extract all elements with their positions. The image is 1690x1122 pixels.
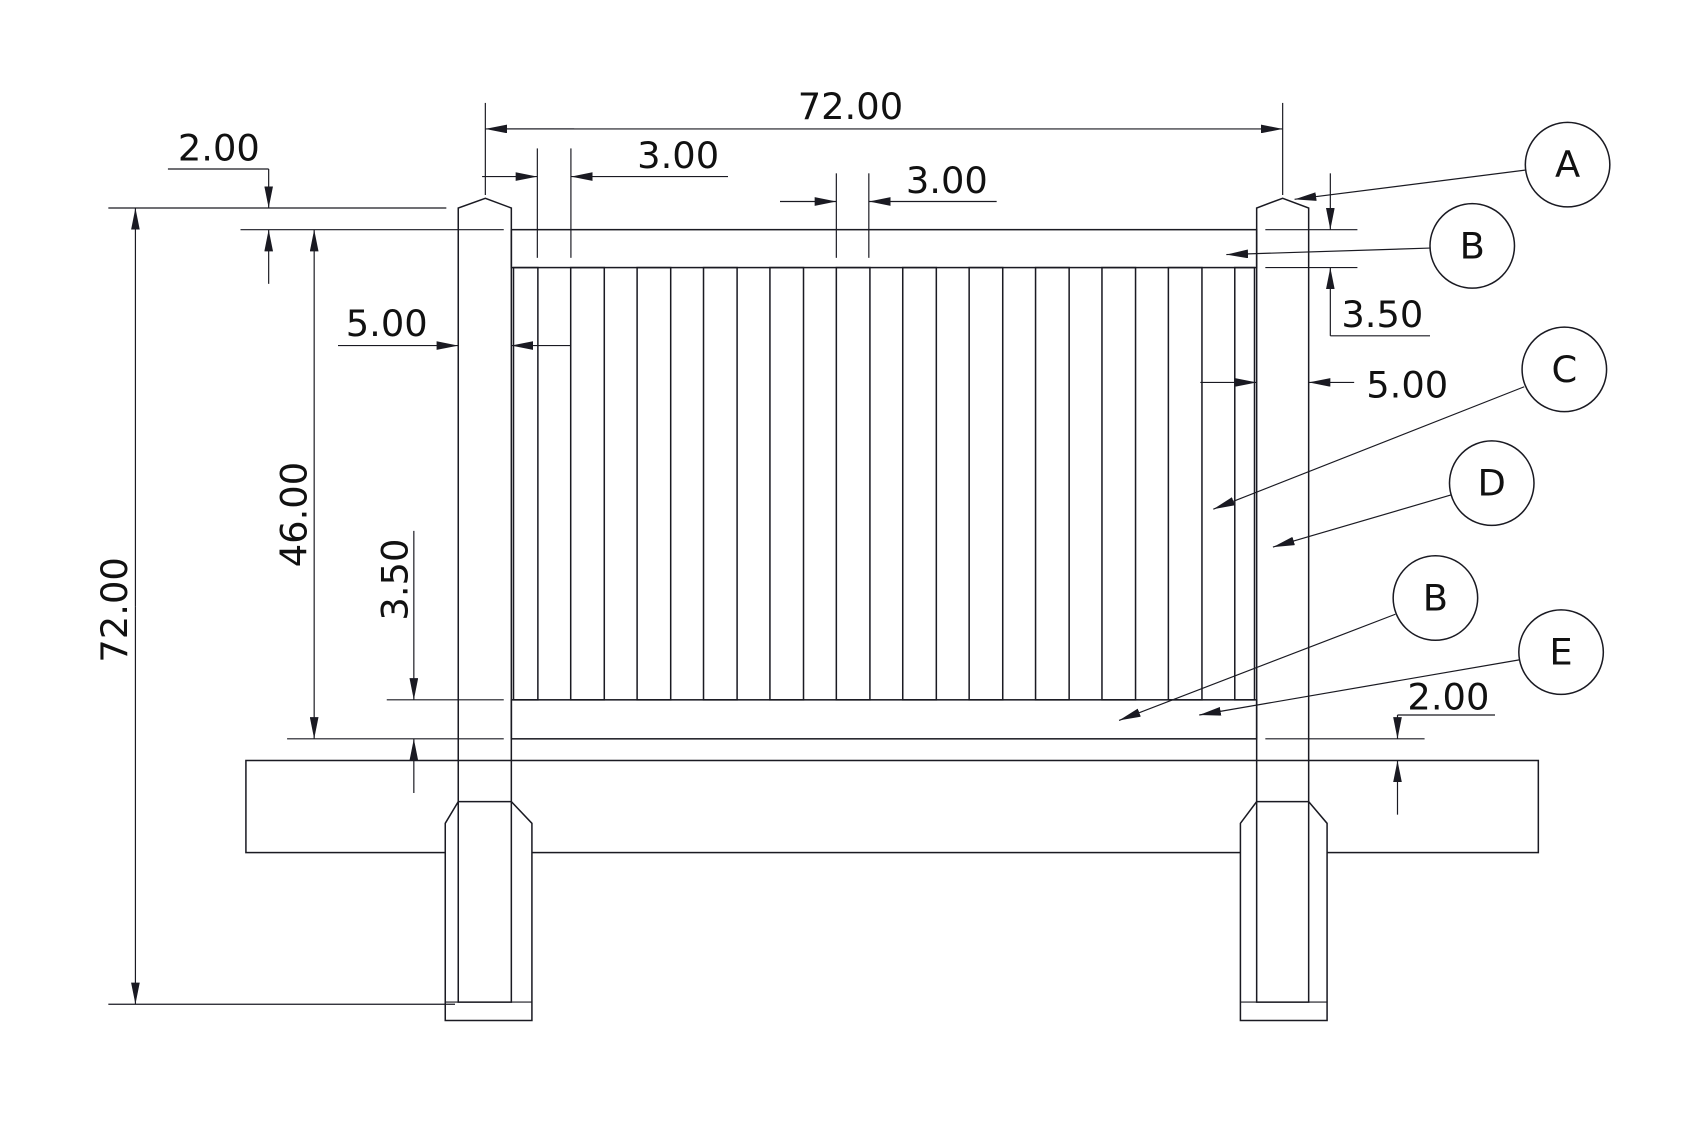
dim-post-cap: 2.00 <box>178 126 260 169</box>
dim-picket-width: 3.00 <box>906 159 988 202</box>
dim-panel-height: 46.00 <box>273 462 316 567</box>
dim-overall-height: 72.00 <box>93 557 136 662</box>
balloon-c: C <box>1521 326 1608 413</box>
ground-section <box>245 759 1540 854</box>
picket <box>512 266 539 701</box>
svg-text:A: A <box>1555 143 1580 186</box>
balloon-e: E <box>1518 609 1605 696</box>
dim-left-post-width: 5.00 <box>346 302 428 345</box>
picket <box>636 266 672 701</box>
dim-overall-width: 72.00 <box>798 85 903 128</box>
balloon-d: D <box>1448 440 1535 527</box>
picket <box>1167 266 1203 701</box>
svg-text:B: B <box>1423 576 1448 619</box>
pickets <box>512 266 1256 701</box>
picket <box>1101 266 1137 701</box>
balloon-leaders <box>1118 169 1526 721</box>
bottom-rail <box>510 699 1258 740</box>
dim-right-post-width: 5.00 <box>1366 364 1448 407</box>
left-post <box>457 197 513 1003</box>
balloon-a: A <box>1524 121 1611 208</box>
dim-bottom-rail: 3.50 <box>373 539 416 621</box>
svg-text:C: C <box>1551 348 1577 391</box>
balloon-b-top: B <box>1429 202 1516 289</box>
picket <box>968 266 1004 701</box>
picket <box>702 266 738 701</box>
dim-ground-clearance: 2.00 <box>1407 676 1489 719</box>
svg-text:E: E <box>1549 631 1572 674</box>
dim-picket-gap: 3.00 <box>637 134 719 177</box>
svg-text:D: D <box>1478 462 1506 505</box>
right-footing <box>1239 800 1328 1022</box>
picket <box>901 266 938 701</box>
picket <box>1034 266 1070 701</box>
top-rail <box>510 228 1258 269</box>
picket <box>1234 266 1256 701</box>
dimension-lines <box>108 102 1495 1005</box>
right-post <box>1255 197 1310 1003</box>
picket <box>569 266 606 701</box>
picket <box>769 266 805 701</box>
picket <box>835 266 871 701</box>
dim-top-rail: 3.50 <box>1341 293 1423 336</box>
balloon-b-bottom: B <box>1392 554 1479 642</box>
svg-text:B: B <box>1460 224 1485 267</box>
